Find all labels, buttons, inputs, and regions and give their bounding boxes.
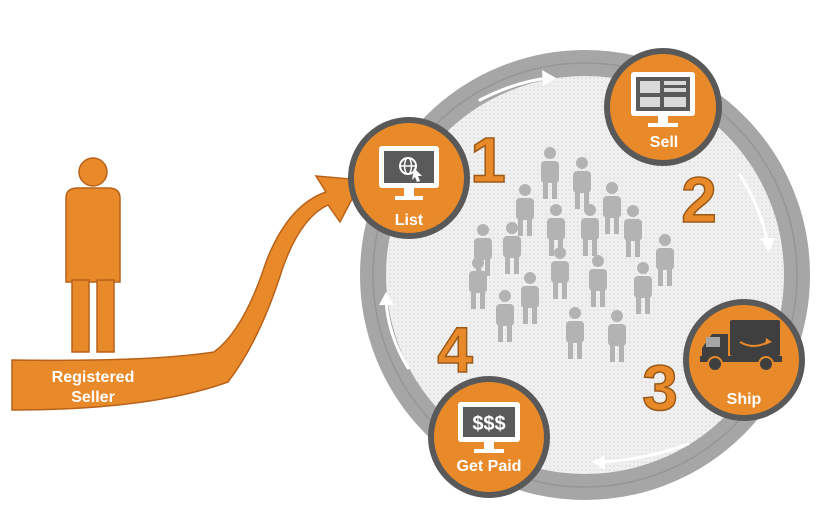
arrow-paid-to-list xyxy=(384,298,410,370)
step-number-3: 3 xyxy=(642,352,678,424)
arrowhead-3 xyxy=(592,455,605,470)
arrowhead-4 xyxy=(379,292,394,305)
step-sell-label: Sell xyxy=(650,134,678,151)
step-ship-node: Ship xyxy=(683,299,805,421)
monitor-webpage-icon xyxy=(631,72,695,127)
step-ship-label: Ship xyxy=(727,391,762,408)
arrow-list-to-sell xyxy=(478,76,550,102)
step-number-1: 1 xyxy=(470,124,506,196)
arrowhead-2 xyxy=(760,238,775,252)
step-number-4: 4 xyxy=(437,314,473,386)
step-list-label: List xyxy=(395,212,424,229)
dollar-signs-icon: $$$ xyxy=(472,413,505,435)
step-list-node: List xyxy=(348,117,470,239)
seller-figure-icon xyxy=(65,157,121,353)
arrowhead-1 xyxy=(542,70,556,86)
seller-label-line1: Registered xyxy=(52,369,135,386)
step-number-2: 2 xyxy=(681,164,717,236)
arrow-ship-to-paid xyxy=(598,442,690,464)
step-get-paid-node: $$$ Get Paid xyxy=(428,376,550,498)
step-sell-node: Sell xyxy=(604,48,722,166)
seller-label-line2: Seller xyxy=(71,389,115,406)
monitor-dollar-icon xyxy=(458,402,520,453)
monitor-globe-cursor-icon xyxy=(379,146,439,200)
step-get-paid-label: Get Paid xyxy=(457,458,522,475)
delivery-truck-icon xyxy=(700,320,782,372)
cycle-arrowheads xyxy=(379,70,775,470)
seller-to-list-arrow xyxy=(11,175,364,411)
